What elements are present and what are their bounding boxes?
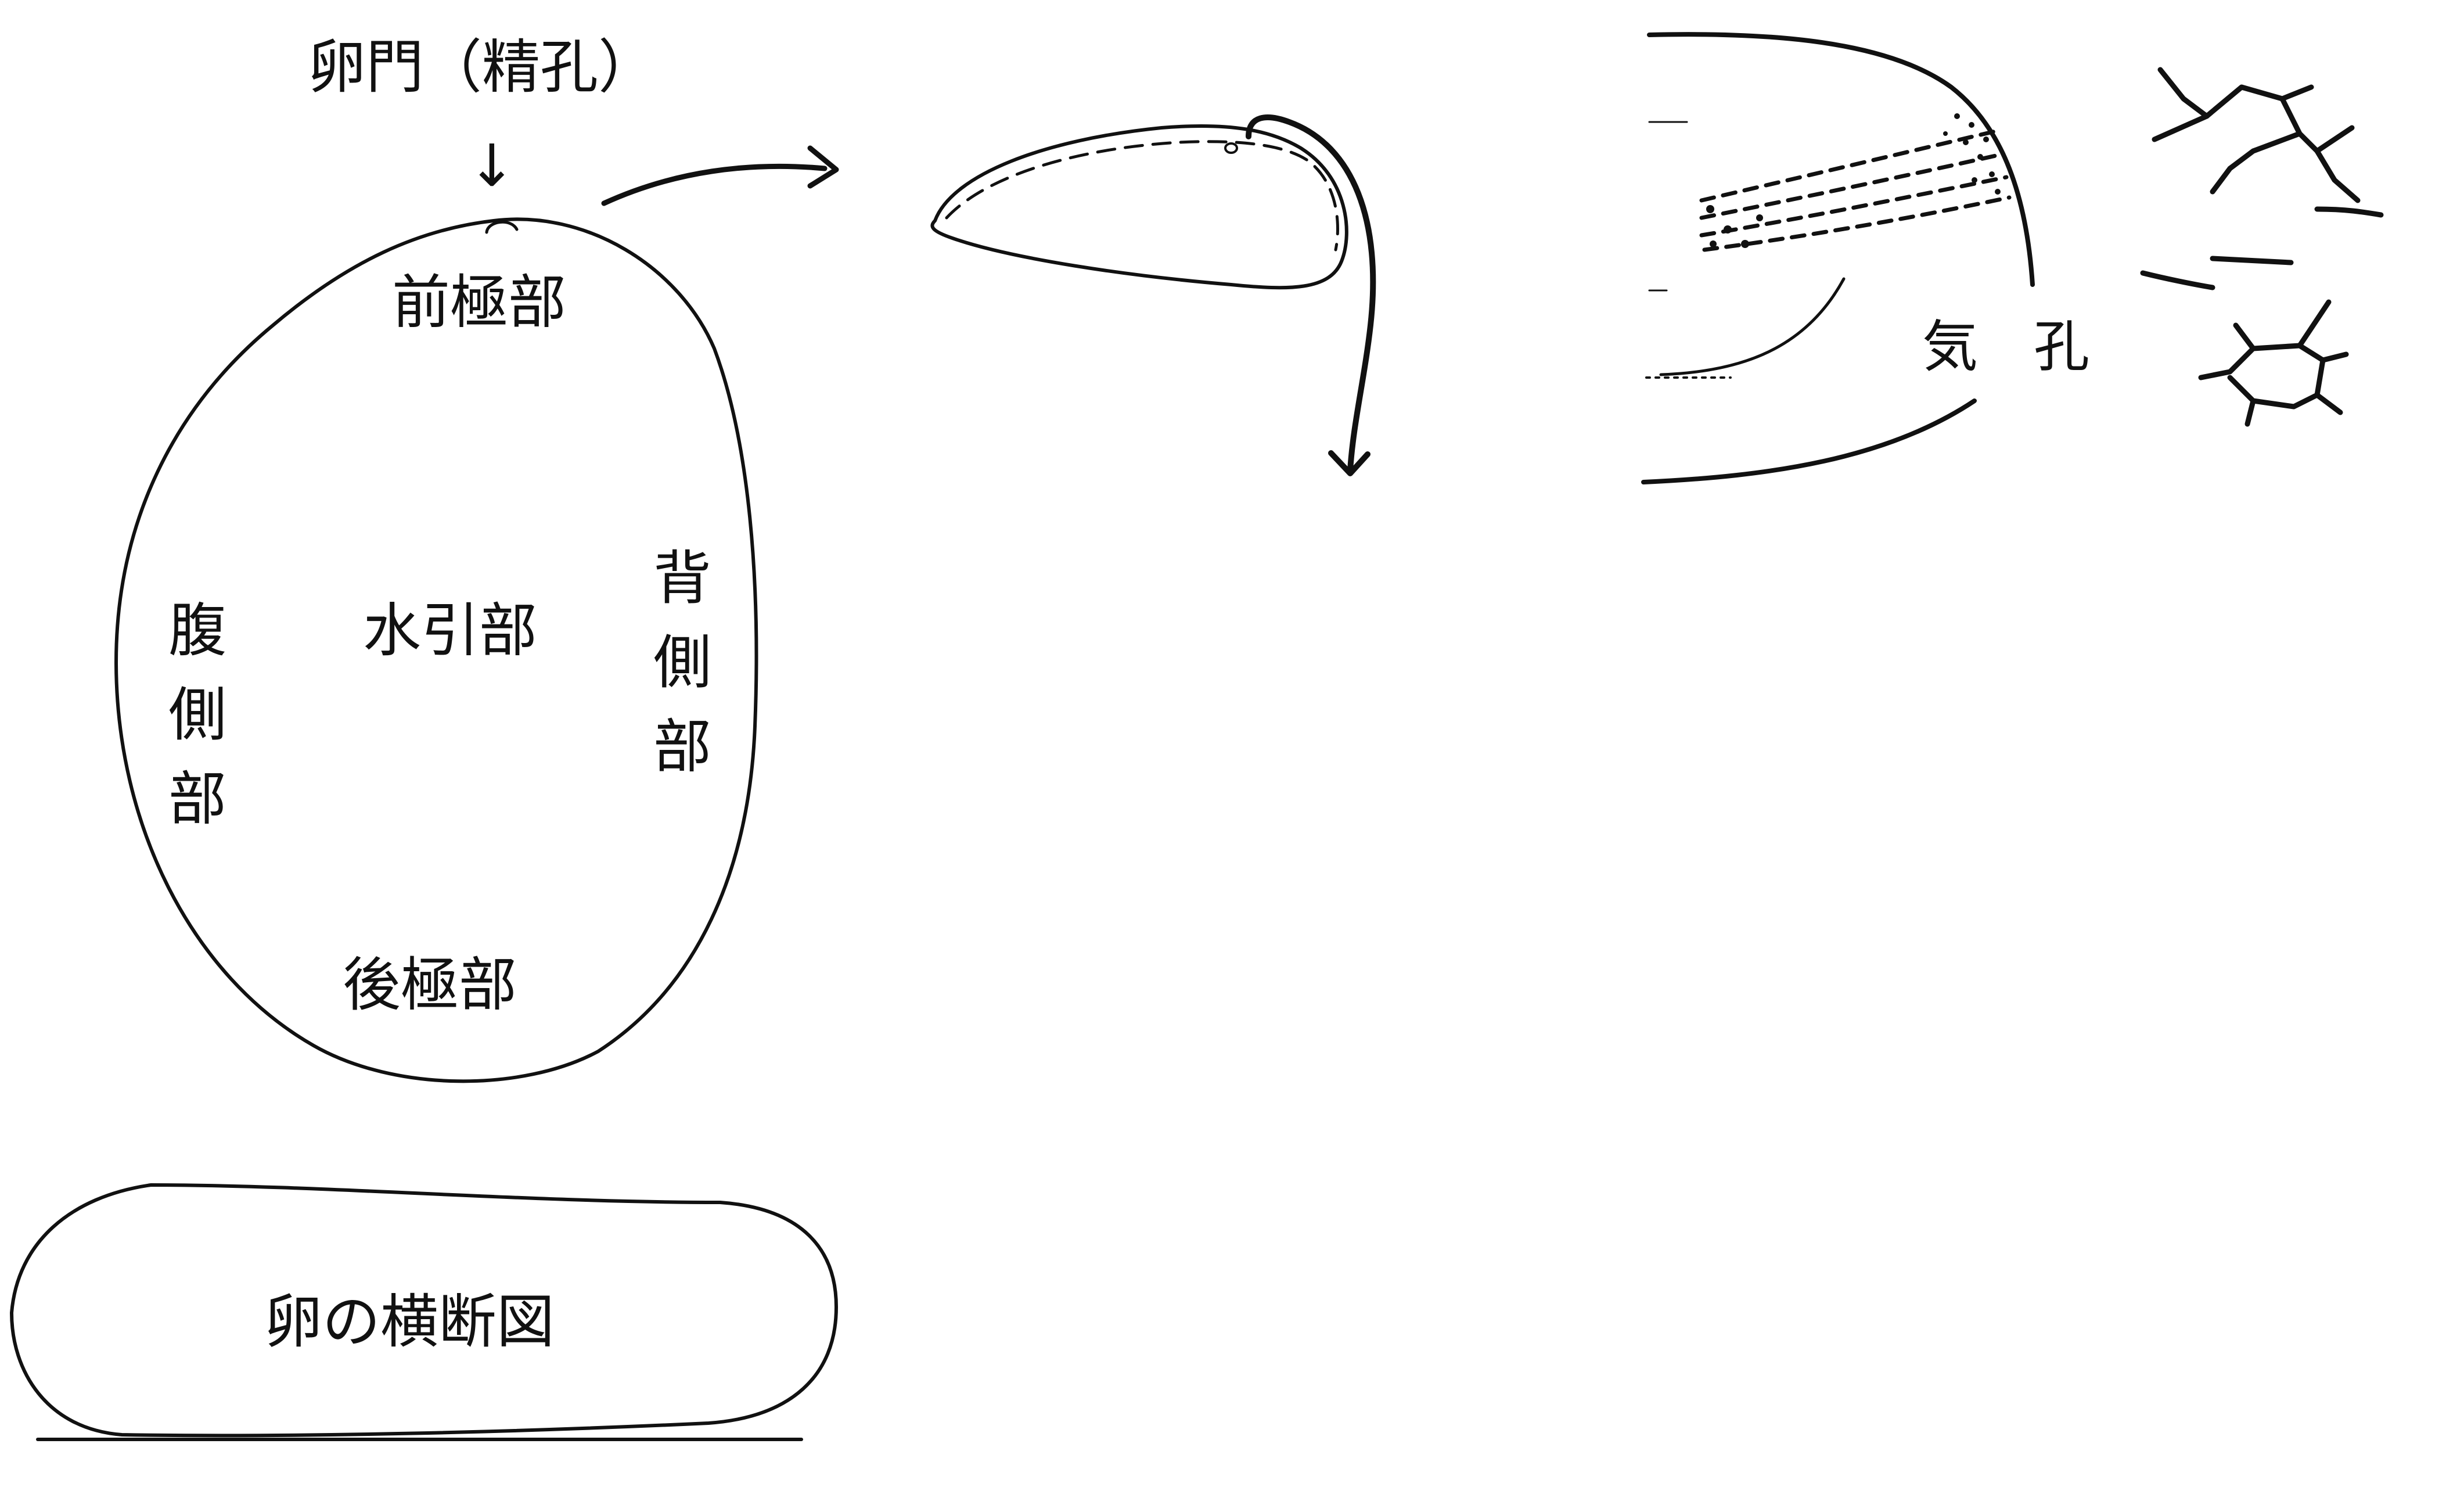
pointer-arrow-down [1246, 114, 1376, 476]
micropyle-bump [485, 220, 519, 234]
ventral-char-3: 部 [168, 765, 226, 833]
surface-pattern-bottom [2198, 299, 2349, 427]
micropyle-label: 卵門（精孔） [308, 33, 656, 101]
dorsal-side-label: 背 側 部 [653, 544, 711, 781]
side-view-inner-dashed [945, 140, 1339, 252]
inner-curve [1659, 277, 1846, 376]
egg-outline [114, 217, 758, 1083]
aeropyle-detail [1641, 32, 2384, 484]
dorsal-char-1: 背 [653, 544, 711, 612]
aeropyle-label: 気 孔 [1922, 314, 2089, 379]
egg-top-view [114, 217, 758, 1083]
water-drawing-label: 水引部 [363, 597, 537, 665]
cross-section-label: 卵の横断図 [264, 1288, 555, 1356]
pore-channels [1699, 113, 2012, 252]
dorsal-char-2: 側 [653, 629, 711, 696]
ventral-char-1: 腹 [168, 597, 226, 665]
cross-section-outline [10, 1183, 838, 1438]
side-view-micropyle [1224, 142, 1238, 154]
dorsal-char-3: 部 [653, 713, 711, 781]
shell-edge-top [1647, 32, 2035, 287]
ventral-char-2: 側 [168, 681, 226, 749]
side-view-outline [930, 124, 1348, 290]
anterior-pole-label: 前極部 [392, 268, 566, 336]
ventral-side-label: 腹 側 部 [168, 597, 226, 833]
stipple-dots [1706, 113, 2001, 248]
pointer-arrow-right [601, 145, 839, 206]
egg-side-view [930, 124, 1348, 290]
micropyle-arrow-glyph: ↓ [467, 132, 516, 200]
posterior-pole-label: 後極部 [343, 951, 517, 1019]
egg-cross-section [10, 1183, 838, 1441]
shell-edge-bottom [1641, 398, 1977, 484]
surface-pattern-top [2140, 67, 2384, 290]
